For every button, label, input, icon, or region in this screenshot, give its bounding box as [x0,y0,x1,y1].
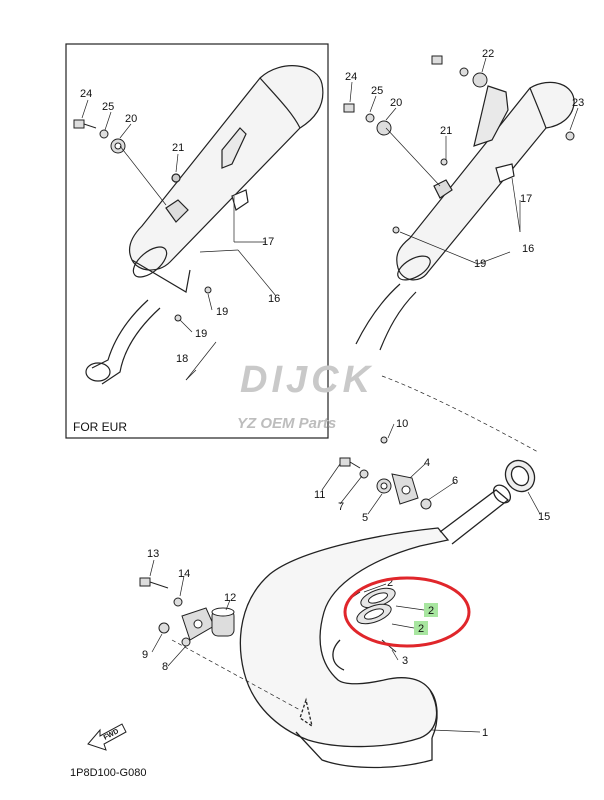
callout-18: 18 [176,353,188,365]
inset-eur-panel: FOR EUR [65,43,329,439]
callout-11: 11 [314,489,325,501]
exhaust-pipe [239,459,536,769]
callout-25-tr: 25 [371,85,383,97]
callout-20-tr: 20 [390,97,402,109]
bracket-parts-mid [339,436,432,510]
callout-21-tr: 21 [440,125,452,137]
fwd-arrow-icon: FWD [87,723,127,751]
main-leaders [149,423,541,733]
callout-19-tr: 19 [474,258,486,270]
inset-muffler [85,65,324,385]
callout-16: 16 [268,293,280,305]
callout-2b-bg [414,621,428,635]
callout-23: 23 [572,97,584,109]
callout-8: 8 [162,661,168,673]
highlight-circle [343,576,471,648]
inset-fasteners [73,119,212,322]
callout-2-top: 2 [387,577,393,589]
callout-20: 20 [125,113,137,125]
callout-5: 5 [362,512,368,524]
callout-21: 21 [172,142,184,154]
bracket-parts-left [139,577,235,647]
inset-leaders [81,99,277,381]
callout-24-tr: 24 [345,71,357,83]
callout-22: 22 [482,48,494,60]
callout-4: 4 [424,457,430,469]
callout-3: 3 [402,655,408,667]
callout-9: 9 [142,649,148,661]
callout-16-tr: 16 [522,243,534,255]
watermark-brand: DIJCK [240,359,374,401]
callout-2a-bg [424,603,438,617]
callout-6: 6 [452,475,458,487]
diagram-code: 1P8D100-G080 [70,767,146,779]
callout-12: 12 [224,592,236,604]
callout-14: 14 [178,568,190,580]
callout-25: 25 [102,101,114,113]
callout-19a: 19 [216,306,228,318]
reference-line [381,375,539,453]
callout-17: 17 [262,236,274,248]
callout-2b: 2 [418,623,424,635]
callout-2a: 2 [428,605,434,617]
watermark: DIJCK YZ OEM Parts [237,359,374,432]
highlight-gaskets: 2 2 [343,576,471,648]
callout-7: 7 [338,501,344,513]
callout-10: 10 [396,418,408,430]
muffler-top-right: 22 24 25 20 23 21 17 16 19 [343,48,584,351]
gasket-rings [347,587,397,653]
callout-17-tr: 17 [520,193,532,205]
top-right-leaders [349,57,579,265]
callout-24: 24 [80,88,92,100]
callout-15: 15 [538,511,550,523]
top-right-fasteners [343,55,575,234]
callout-19b: 19 [195,328,207,340]
callout-1: 1 [482,727,488,739]
watermark-tagline: YZ OEM Parts [237,415,336,432]
inset-label: FOR EUR [73,420,127,434]
callout-13: 13 [147,548,159,560]
